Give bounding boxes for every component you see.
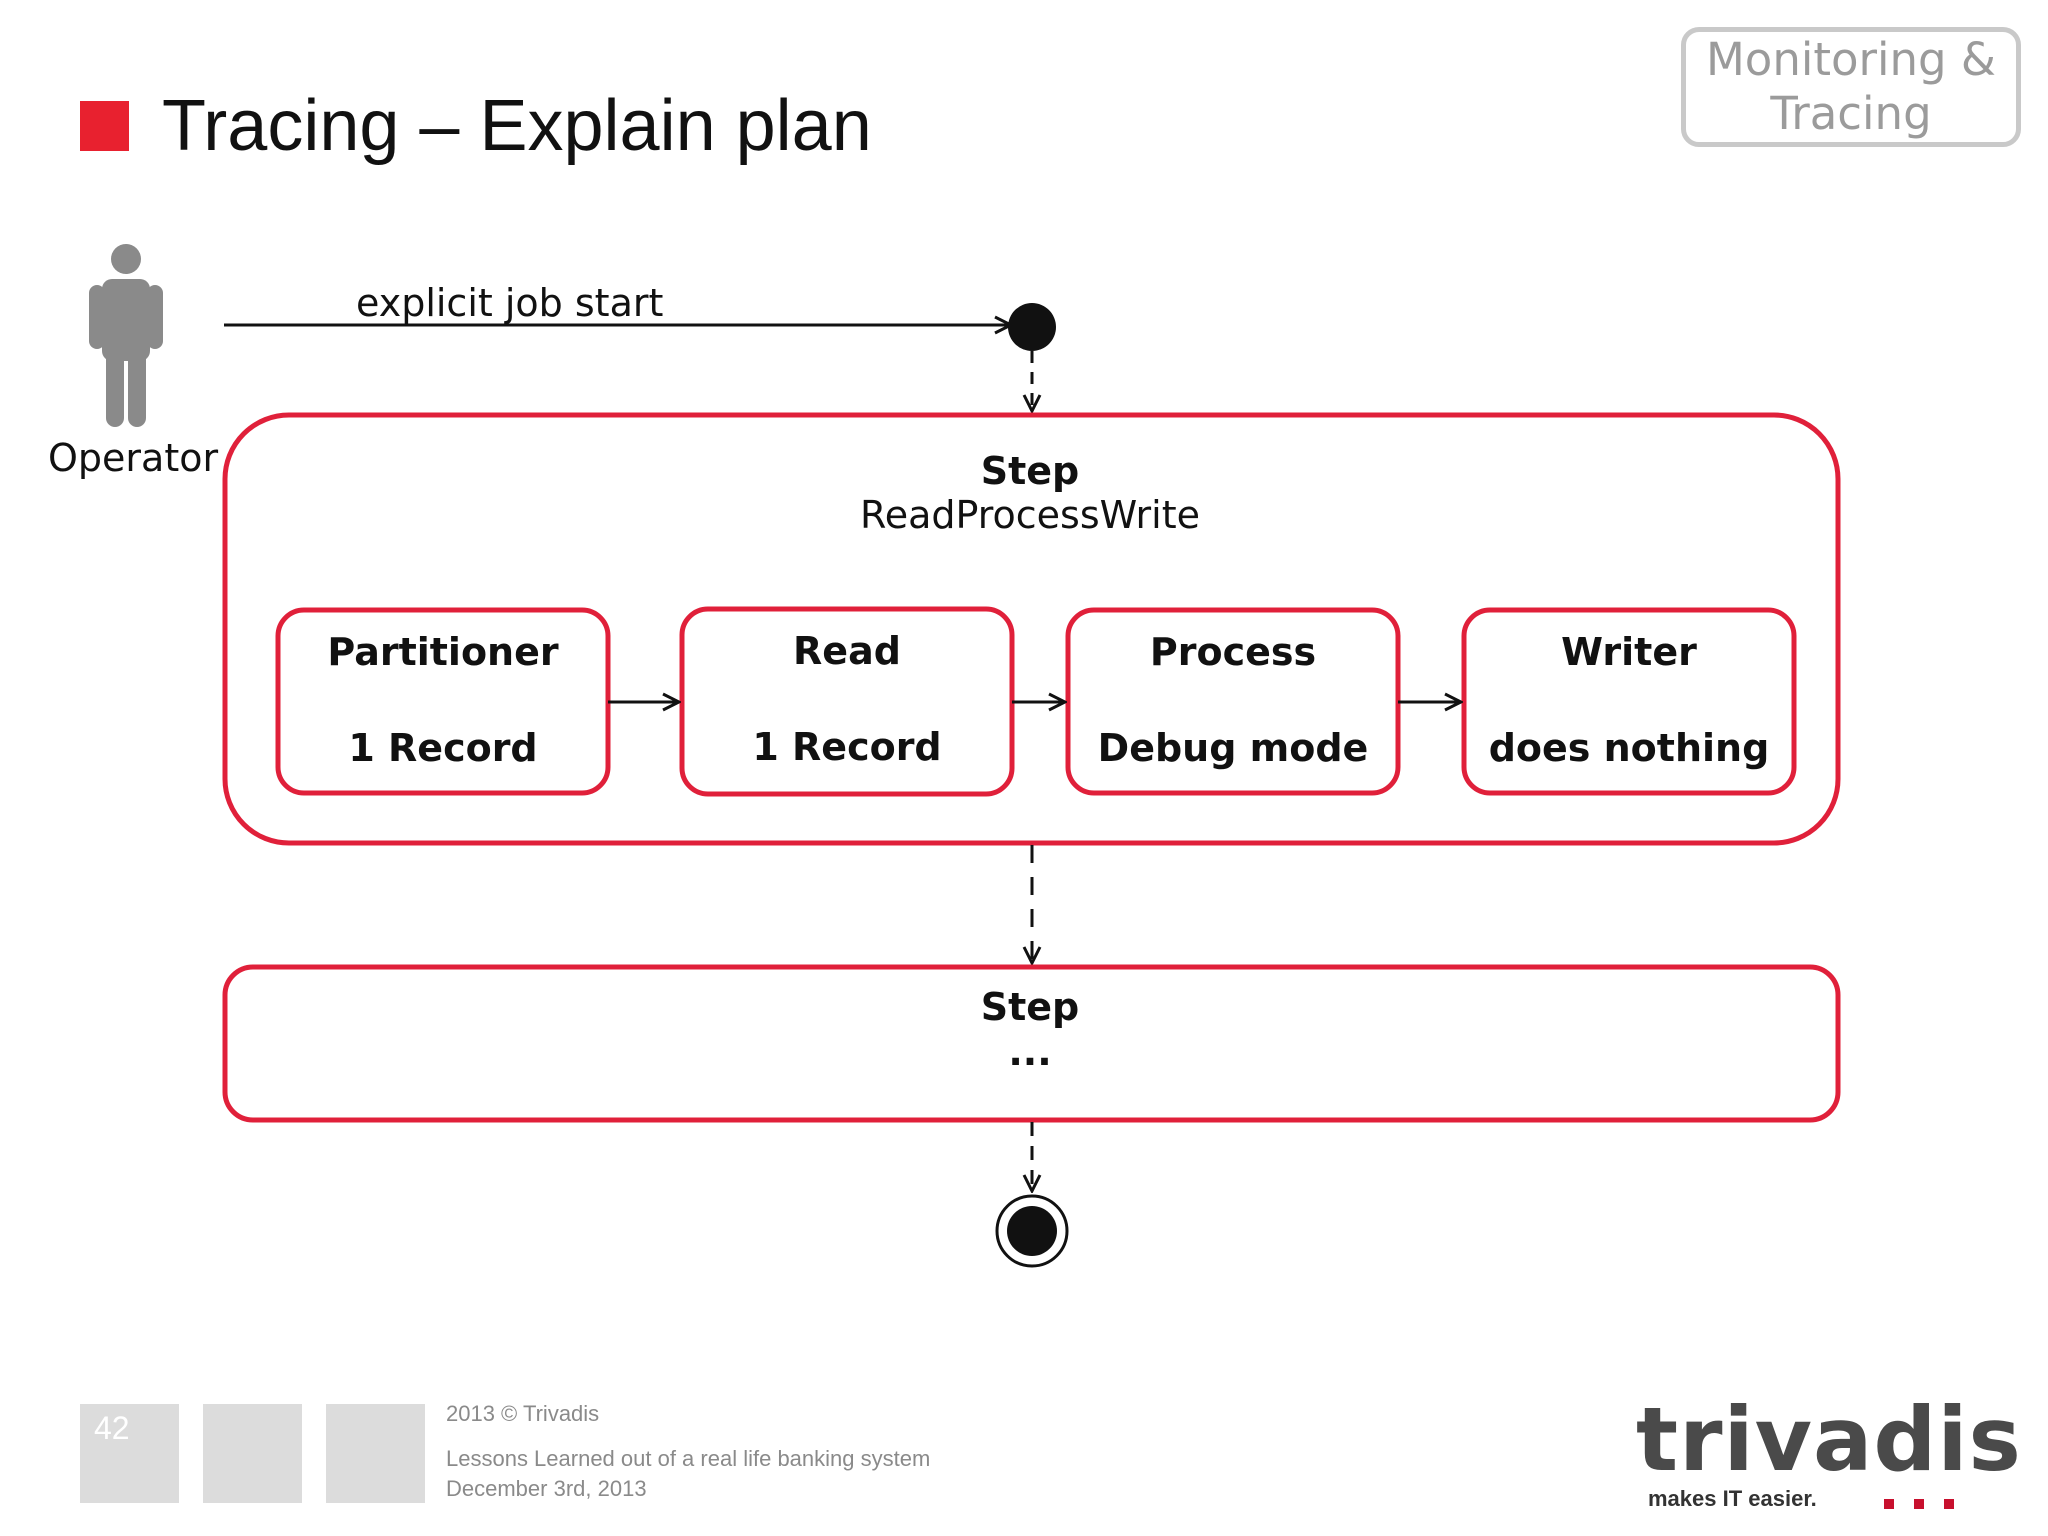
- page-title: Tracing – Explain plan: [162, 86, 872, 166]
- writer-box: [1461, 607, 1797, 796]
- writer-detail: does nothing: [1488, 726, 1770, 770]
- partitioner-detail: 1 Record: [348, 726, 538, 770]
- step1-subtitle: ReadProcessWrite: [860, 493, 1200, 537]
- operator-figure-icon: [89, 244, 163, 427]
- footer-square: [203, 1404, 302, 1503]
- section-tag-line2: Tracing: [1770, 87, 1932, 140]
- read-title: Read: [793, 629, 901, 673]
- operator-label: Operator: [48, 436, 219, 480]
- partitioner-title: Partitioner: [327, 630, 559, 674]
- final-node: [995, 1194, 1069, 1268]
- footer-square: [326, 1404, 425, 1503]
- read-detail: 1 Record: [752, 725, 942, 769]
- writer-title: Writer: [1561, 630, 1697, 674]
- logo-wordmark: trivadis: [1636, 1388, 2022, 1491]
- footer-talk-title: Lessons Learned out of a real life banki…: [446, 1446, 931, 1471]
- process-title: Process: [1149, 630, 1317, 674]
- footer-copyright: 2013 © Trivadis: [446, 1401, 600, 1426]
- trivadis-logo: trivadis makes IT easier.: [1636, 1390, 2021, 1520]
- section-tag: Monitoring & Tracing: [1681, 27, 2021, 147]
- step2-container: [222, 964, 1841, 1123]
- step1-container: [222, 412, 1841, 846]
- section-tag-line1: Monitoring &: [1705, 33, 1997, 86]
- page-number: 42: [80, 1404, 179, 1503]
- logo-tagline: makes IT easier.: [1648, 1486, 1817, 1511]
- initial-node: [1008, 303, 1056, 351]
- step2-subtitle: ...: [1008, 1030, 1052, 1074]
- page-number-text: 42: [94, 1410, 130, 1446]
- footer-date: December 3rd, 2013: [446, 1476, 647, 1501]
- process-detail: Debug mode: [1097, 726, 1369, 770]
- title-marker: [80, 101, 129, 151]
- step1-title: Step: [980, 449, 1080, 493]
- job-start-label: explicit job start: [356, 281, 664, 325]
- logo-dots-icon: [1884, 1494, 1974, 1513]
- step2-title: Step: [980, 985, 1080, 1029]
